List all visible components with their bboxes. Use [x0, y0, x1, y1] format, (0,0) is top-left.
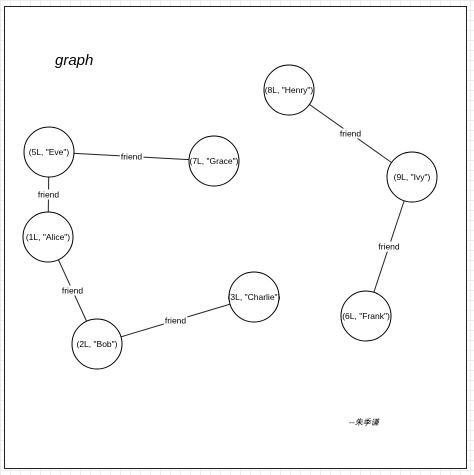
node-circle	[23, 126, 75, 178]
node-label: (8L, "Henry")	[265, 85, 314, 95]
node-label: (2L, "Bob")	[77, 339, 118, 349]
nodes-layer: (5L, "Eve") (7L, "Grace") (1L, "Alice") (2L…	[22, 64, 438, 370]
edge-label-background	[377, 241, 401, 252]
edge-label: friend	[121, 152, 143, 162]
node-label: (1L, "Alice")	[26, 232, 70, 242]
edge-label: friend	[165, 316, 187, 326]
node-circle	[22, 211, 74, 263]
node-circle	[71, 318, 123, 370]
diagram-frame	[4, 6, 467, 469]
edge-label-group: friend	[60, 285, 85, 296]
edge-label: friend	[62, 286, 84, 296]
node-label: (9L, "Ivy")	[394, 172, 431, 182]
edge-label-background	[60, 285, 85, 296]
graph-node: (5L, "Eve")	[23, 126, 75, 178]
edge-label-group: friend	[338, 128, 363, 139]
edge-label-group: friend	[119, 151, 144, 162]
graph-node: (1L, "Alice")	[22, 211, 74, 263]
author-signature: --朱季谦	[349, 418, 379, 427]
node-circle	[340, 290, 392, 342]
edge-label: friend	[378, 242, 400, 252]
node-label: (5L, "Eve")	[29, 147, 70, 157]
graph-node: (6L, "Frank")	[340, 290, 392, 342]
node-circle	[188, 135, 240, 187]
edge-label-background	[338, 128, 363, 139]
node-circle	[228, 271, 280, 323]
node-circle	[386, 151, 438, 203]
graph-node: (7L, "Grace")	[188, 135, 240, 187]
edge-label-background	[36, 189, 61, 200]
edge-label: friend	[340, 129, 362, 139]
edge-label: friend	[38, 190, 60, 200]
node-label: (7L, "Grace")	[189, 156, 238, 166]
graph-node: (9L, "Ivy")	[386, 151, 438, 203]
diagram-title: graph	[55, 52, 94, 69]
node-label: (6L, "Frank")	[342, 311, 390, 321]
node-label: (3L, "Charlie")	[228, 292, 281, 302]
edge-label-background	[119, 151, 144, 162]
graph-node: (2L, "Bob")	[71, 318, 123, 370]
edge-label-background	[163, 315, 188, 326]
edge-label-group: friend	[377, 241, 401, 252]
graph-node: (8L, "Henry")	[263, 64, 315, 116]
edge-label-group: friend	[36, 189, 61, 200]
node-circle	[263, 64, 315, 116]
edge-label-group: friend	[163, 315, 188, 326]
graph-node: (3L, "Charlie")	[228, 271, 281, 323]
edge-labels-layer: friend friend friend friend friend friend	[36, 128, 401, 326]
